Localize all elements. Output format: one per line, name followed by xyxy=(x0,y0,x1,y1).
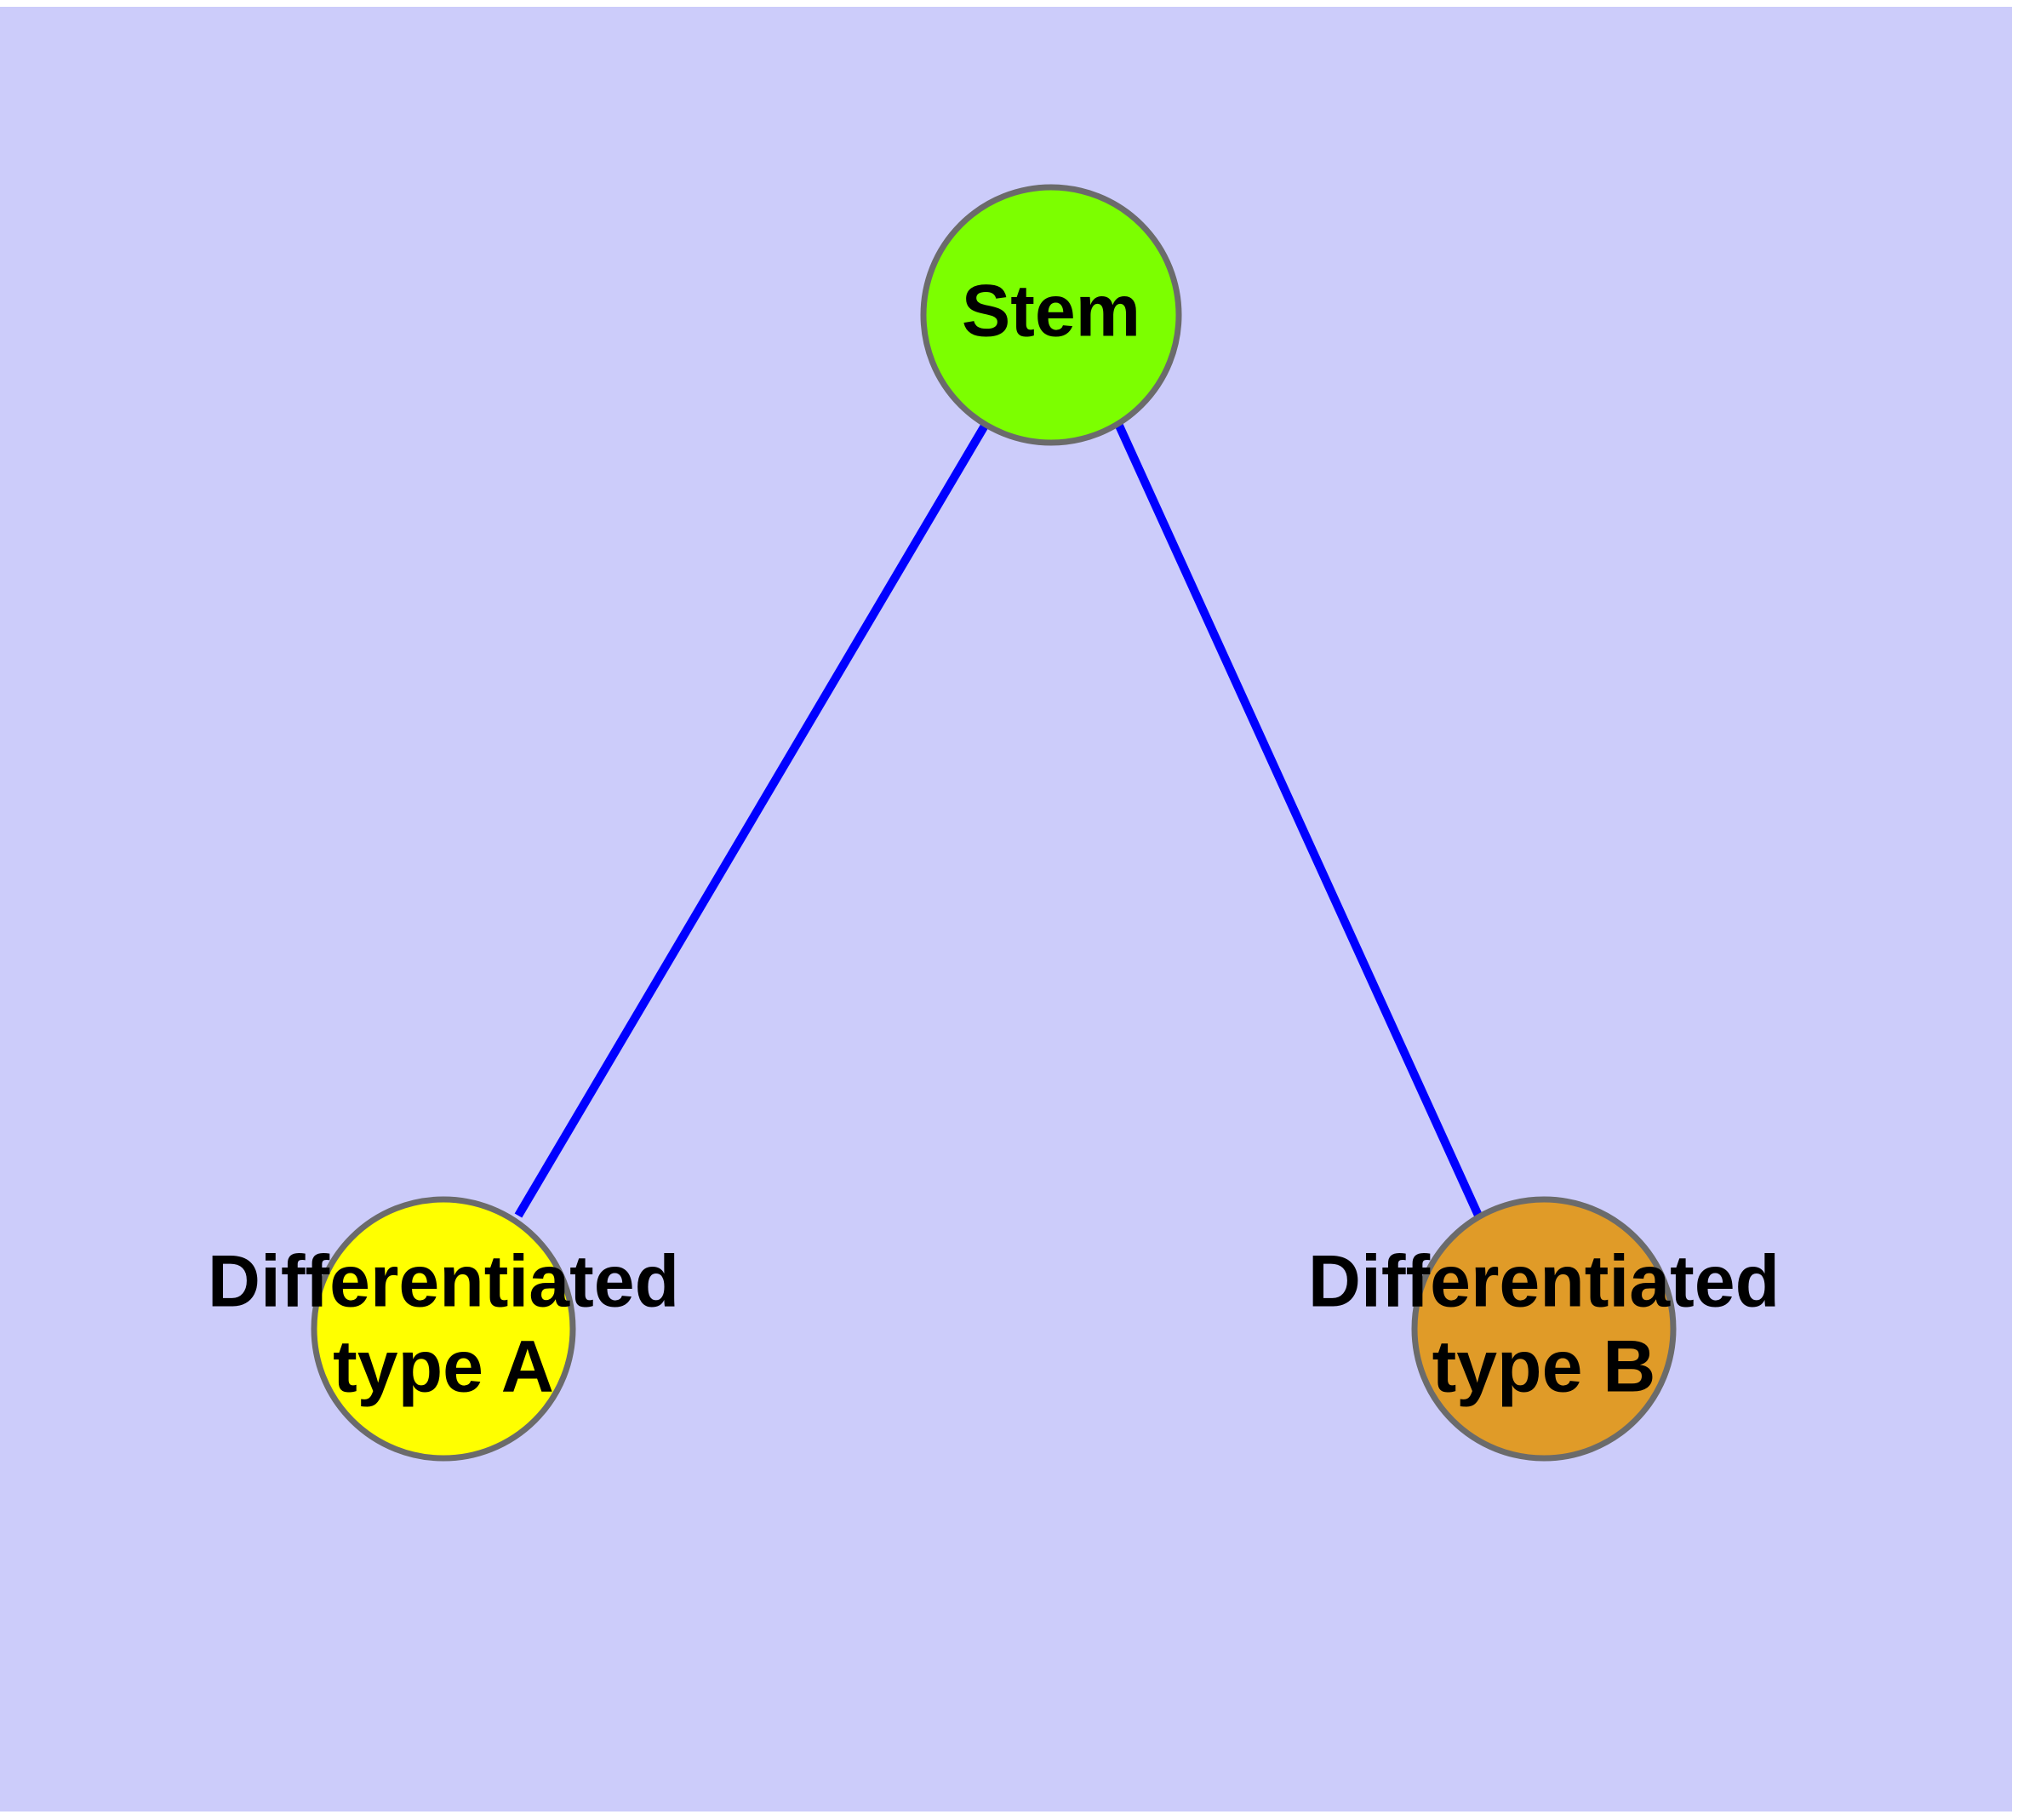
node-differentiated-type-a-label-line1: Differentiated xyxy=(208,1241,679,1323)
node-stem-label: Stem xyxy=(962,271,1140,352)
node-differentiated-type-b-label-line2: type B xyxy=(1432,1326,1656,1408)
edge-layer xyxy=(514,423,1483,1220)
node-differentiated-type-a-circle[interactable] xyxy=(311,1196,576,1462)
node-stem-circle[interactable] xyxy=(920,184,1182,446)
node-differentiated-type-a[interactable] xyxy=(311,1196,576,1462)
label-layer: Stem Differentiated type A Differentiate… xyxy=(208,271,1780,1408)
node-stem[interactable] xyxy=(920,184,1182,446)
node-differentiated-type-a-label-line2: type A xyxy=(333,1326,554,1408)
node-differentiated-type-b-circle[interactable] xyxy=(1411,1196,1677,1462)
node-layer xyxy=(311,184,1677,1462)
node-differentiated-type-b[interactable] xyxy=(1411,1196,1677,1462)
edge-stem-to-differentiated-type-a[interactable] xyxy=(514,423,989,1218)
edge-stem-to-differentiated-type-b[interactable] xyxy=(1115,423,1483,1220)
node-differentiated-type-b-label-line1: Differentiated xyxy=(1308,1241,1780,1323)
